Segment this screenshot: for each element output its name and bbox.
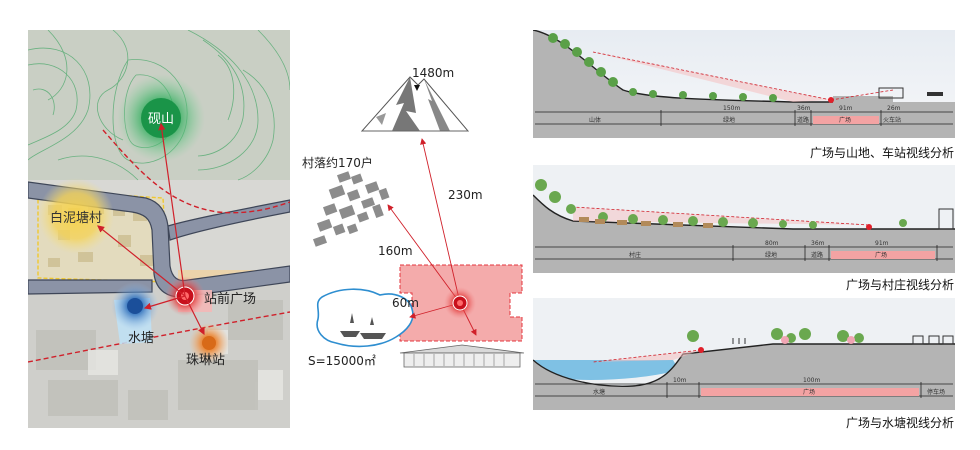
peak-marker-icon: [414, 85, 420, 91]
s1-zone-2: 绿地: [723, 116, 735, 124]
section-2-canvas: 80m 36m 91m 村庄 绿地 道路 广场: [532, 165, 955, 273]
s1-dim-2: 36m: [797, 105, 811, 112]
schematic-canvas: 1480m 村落约170户: [302, 66, 525, 368]
section-3-canvas: 10m 100m 水塘 广场 停车场: [532, 298, 955, 410]
s3-dim-1: 10m: [673, 377, 687, 384]
pond-area-label: S=15000㎡: [308, 354, 376, 368]
village-glow: [38, 178, 114, 254]
s2-viewpoint-marker: [866, 224, 872, 230]
distance-mountain-label: 230m: [448, 188, 483, 202]
s2-zone-1: 村庄: [629, 251, 641, 259]
s2-zone-4: 广场: [875, 251, 887, 259]
pond-boats-icon: [340, 313, 386, 339]
distance-village-label: 160m: [378, 244, 413, 258]
plaza-viewpoint-marker: [828, 97, 834, 103]
section-1-canvas: 150m 36m 91m 26m 山体 绿地 道路 广场 火车站: [532, 29, 955, 138]
s2-dim-3: 91m: [875, 240, 889, 247]
s1-dim-4: 26m: [887, 105, 901, 112]
s1-dim-1: 150m: [723, 105, 740, 112]
mountain-icon: [360, 76, 470, 132]
s3-zone-1: 水塘: [593, 388, 605, 396]
mountain-marker: [141, 98, 181, 138]
peak-height-label: 1480m: [412, 66, 454, 80]
section-1-caption: 广场与山地、车站视线分析: [809, 146, 954, 160]
s2-zone-2: 绿地: [765, 251, 777, 259]
station-building-icon: [399, 344, 525, 368]
s2-dim-2: 36m: [811, 240, 825, 247]
s1-zone-4: 广场: [839, 116, 851, 124]
s1-dim-3: 91m: [839, 105, 853, 112]
s3-dim-2: 100m: [803, 377, 820, 384]
s1-zone-5: 火车站: [883, 116, 901, 124]
section-3-caption: 广场与水塘视线分析: [845, 416, 954, 430]
s3-zone-2: 广场: [803, 388, 815, 396]
s3-zone-3: 停车场: [927, 388, 945, 396]
site-plan-map: 砚山 白泥塘村 站前广场 水塘 珠琳站: [27, 29, 291, 428]
mountain-label: 砚山: [148, 112, 174, 127]
distance-schematic: 1480m 村落约170户: [300, 55, 528, 375]
section-village: 80m 36m 91m 村庄 绿地 道路 广场: [532, 165, 955, 273]
village-label: 白泥塘村: [50, 210, 102, 226]
village-count-label: 村落约170户: [302, 155, 373, 170]
distance-pond-label: 60m: [392, 296, 419, 310]
section-pond: 10m 100m 水塘 广场 停车场: [532, 298, 955, 410]
section-2-caption: 广场与村庄视线分析: [845, 278, 954, 292]
village-blocks-icon: [312, 171, 390, 247]
s1-zone-1: 山体: [589, 116, 601, 124]
s2-dim-1: 80m: [765, 240, 779, 247]
s3-viewpoint-marker: [698, 347, 704, 353]
pond-label: 水塘: [128, 330, 154, 346]
s1-zone-3: 道路: [797, 116, 809, 124]
section-mountain-station: 150m 36m 91m 26m 山体 绿地 道路 广场 火车站: [532, 29, 955, 138]
plaza-label: 站前广场: [204, 291, 256, 307]
s2-zone-3: 道路: [811, 251, 823, 259]
map-canvas: 砚山 白泥塘村 站前广场 水塘 珠琳站: [27, 29, 291, 428]
station-label: 珠琳站: [186, 353, 225, 368]
